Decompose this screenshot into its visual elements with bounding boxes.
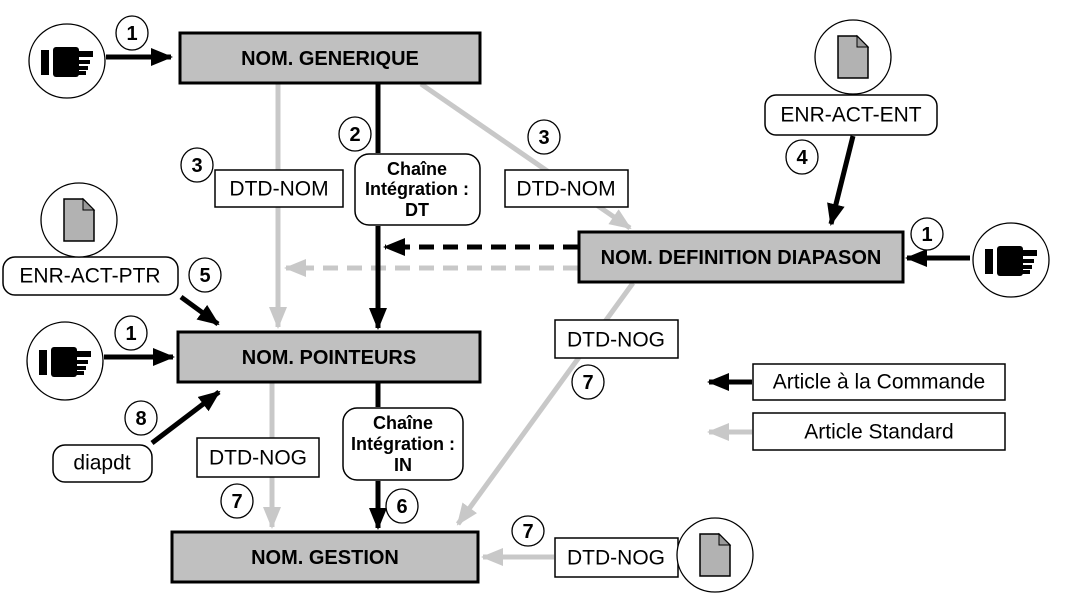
step-circle-1-pointeurs	[114, 315, 148, 351]
label-dtd-nom-left: DTD-NOM	[229, 178, 328, 201]
label-enr-act-ent: ENR-ACT-ENT	[780, 104, 921, 127]
box-nom-definition-diapason	[577, 230, 905, 284]
box-nom-gestion-label: NOM. GESTION	[251, 547, 399, 569]
step-7-bottom-right: 7	[522, 521, 533, 543]
box-nom-gestion	[170, 530, 480, 584]
label-dtd-nog-middle: DTD-NOG	[567, 329, 665, 352]
step-circle-4	[785, 139, 819, 175]
step-8: 8	[135, 408, 146, 430]
label-box-chaine-integration-dt	[354, 153, 481, 226]
black-arrow-diapdt-to-pointeurs	[150, 390, 221, 445]
step-circle-7-bottom-right	[511, 515, 545, 547]
pointing-hand-icon	[985, 246, 1037, 276]
step-circle-7-middle	[571, 364, 605, 400]
step-1-generique: 1	[126, 23, 137, 45]
label-box-dtd-nom-right	[504, 169, 629, 208]
label-box-enr-act-ent	[764, 94, 938, 136]
box-nom-generique-label: NOM. GENERIQUE	[241, 48, 419, 70]
gray-arrow-definition-to-gestion	[455, 281, 636, 526]
black-arrow-enractent-to-definition	[827, 135, 856, 226]
document-icon	[63, 198, 95, 242]
label-box-enr-act-ptr	[2, 256, 179, 296]
document-icon	[699, 533, 731, 577]
label-box-dtd-nog-middle	[554, 319, 679, 359]
step-1-pointeurs: 1	[125, 323, 136, 345]
step-circle-5	[188, 257, 222, 293]
label-diapdt: diapdt	[73, 452, 130, 475]
label-box-chaine-integration-in	[342, 407, 464, 481]
step-1-definition: 1	[921, 224, 932, 246]
chaine-in-line3: IN	[394, 455, 412, 475]
label-dtd-nom-right: DTD-NOM	[516, 178, 615, 201]
step-circle-6	[385, 488, 419, 524]
step-circle-1-definition	[910, 217, 944, 251]
step-circle-3-left	[180, 147, 214, 183]
label-box-dtd-nog-bottom-left	[196, 437, 320, 478]
step-circle-1-generique	[115, 15, 149, 51]
chaine-dt-line1: Chaîne	[387, 159, 447, 179]
pointing-hand-icon	[39, 347, 91, 377]
step-5: 5	[199, 265, 210, 287]
step-circle-3-right	[527, 119, 561, 155]
legend-box-commande	[752, 363, 1006, 401]
box-nom-pointeurs-label: NOM. POINTEURS	[242, 347, 416, 369]
label-dtd-nog-bottom-left: DTD-NOG	[209, 447, 307, 470]
step-circle-8	[124, 400, 158, 436]
label-enr-act-ptr: ENR-ACT-PTR	[19, 265, 160, 288]
step-2: 2	[349, 124, 360, 146]
step-4: 4	[796, 147, 808, 169]
document-icon	[837, 35, 869, 79]
label-dtd-nog-bottom-right: DTD-NOG	[567, 547, 665, 570]
label-box-diapdt	[52, 444, 153, 483]
black-arrow-enractptr-to-pointeurs	[179, 294, 220, 327]
step-circle-7-bottom-left	[220, 483, 254, 519]
chaine-in-line1: Chaîne	[373, 413, 433, 433]
label-box-dtd-nom-left	[214, 169, 344, 208]
legend-box-standard	[752, 412, 1006, 451]
step-3-left: 3	[191, 155, 202, 177]
step-7-middle: 7	[582, 372, 593, 394]
chaine-dt-line2: Intégration :	[365, 179, 469, 199]
step-6: 6	[396, 496, 407, 518]
box-nom-definition-diapason-label: NOM. DEFINITION DIAPASON	[601, 247, 882, 269]
step-7-bottom-left: 7	[231, 491, 242, 513]
step-3-right: 3	[538, 127, 549, 149]
chaine-dt-line3: DT	[405, 200, 429, 220]
box-nom-pointeurs	[176, 330, 482, 384]
pointing-hand-icon	[41, 47, 93, 77]
chaine-in-line2: Intégration :	[351, 434, 455, 454]
legend-label-commande: Article à la Commande	[773, 371, 985, 394]
legend-label-standard: Article Standard	[804, 421, 953, 444]
box-nom-generique	[178, 31, 482, 85]
step-circle-2	[338, 116, 372, 152]
